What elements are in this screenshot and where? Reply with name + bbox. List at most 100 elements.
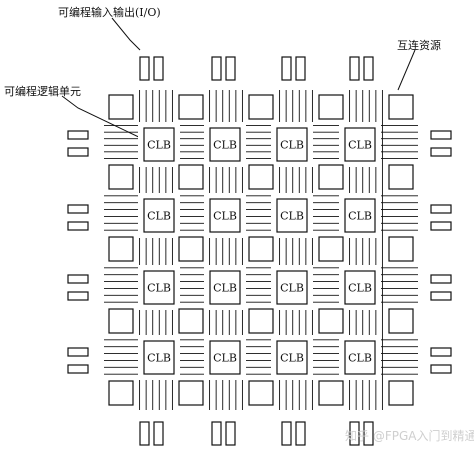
io-pad-right: [430, 204, 452, 214]
switch-box: [388, 164, 414, 190]
clb-label: CLB: [213, 282, 237, 295]
io-pad-bottom: [211, 421, 222, 446]
clb-block: [143, 270, 175, 305]
clb-block: [209, 198, 241, 233]
switch-box: [318, 380, 344, 406]
io-pad-bottom: [295, 421, 306, 446]
io-pad-top: [153, 56, 164, 81]
io-pad-right: [430, 364, 452, 374]
io-pad-bottom: [225, 421, 236, 446]
io-pad-top: [139, 56, 150, 81]
logic-blocks: CLB CLB CLB CLB CLB CLB CLB CLB CLB CLB CLB CLB CLB C…: [108, 94, 414, 406]
io-pad-left: [67, 221, 89, 231]
switch-box: [108, 164, 134, 190]
logic-block-label: 可编程逻辑单元: [4, 85, 81, 98]
switch-box: [178, 308, 204, 334]
leader-lines: [61, 17, 416, 141]
clb-block: [276, 198, 308, 233]
switch-box: [178, 164, 204, 190]
clb-block: [209, 270, 241, 305]
clb-block: [276, 340, 308, 375]
io-pad-top: [225, 56, 236, 81]
io-pad-bottom: [153, 421, 164, 446]
clb-label: CLB: [213, 352, 237, 365]
clb-label: CLB: [348, 282, 372, 295]
io-label: 可编程输入输出(I/O): [58, 6, 161, 19]
switch-box: [318, 236, 344, 262]
switch-box: [178, 380, 204, 406]
io-pad-left: [67, 291, 89, 301]
switch-box: [248, 164, 274, 190]
clb-label: CLB: [147, 282, 171, 295]
io-pad-bottom: [281, 421, 292, 446]
switch-box: [108, 380, 134, 406]
switch-box: [248, 236, 274, 262]
clb-block: [276, 270, 308, 305]
io-leader-line: [111, 17, 141, 51]
io-pad-right: [430, 130, 452, 140]
switch-box: [248, 380, 274, 406]
clb-block: [344, 340, 376, 375]
switch-box: [108, 94, 134, 120]
io-pad-right: [430, 347, 452, 357]
io-pad-top: [363, 56, 374, 81]
switch-box: [388, 94, 414, 120]
clb-block: [209, 340, 241, 375]
io-pad-bottom: [139, 421, 150, 446]
clb-label: CLB: [280, 282, 304, 295]
clb-block: [344, 198, 376, 233]
io-pad-left: [67, 347, 89, 357]
io-pad-right: [430, 147, 452, 157]
switch-box: [248, 308, 274, 334]
switch-box: [248, 94, 274, 120]
clb-label: CLB: [213, 139, 237, 152]
io-pad-bottom: [363, 421, 374, 446]
clb-block: [276, 127, 308, 162]
interconnect-label: 互连资源: [397, 39, 441, 52]
io-pad-left: [67, 130, 89, 140]
io-pad-left: [67, 274, 89, 284]
clb-label: CLB: [280, 139, 304, 152]
clb-block: [143, 127, 175, 162]
clb-label: CLB: [147, 352, 171, 365]
clb-label: CLB: [147, 210, 171, 223]
logic-block-leader-line: [61, 95, 146, 141]
clb-label: CLB: [348, 139, 372, 152]
io-pad-bottom: [349, 421, 360, 446]
switch-box: [388, 308, 414, 334]
io-pad-left: [67, 364, 89, 374]
io-pad-right: [430, 291, 452, 301]
io-pad-top: [295, 56, 306, 81]
clb-block: [143, 198, 175, 233]
clb-label: CLB: [147, 139, 171, 152]
clb-block: [344, 270, 376, 305]
clb-label: CLB: [280, 210, 304, 223]
io-pad-right: [430, 274, 452, 284]
watermark: 知乎 @FPGA入门到精通: [345, 429, 474, 443]
interconnect-leader-line: [397, 49, 416, 91]
clb-block: [344, 127, 376, 162]
io-pad-top: [211, 56, 222, 81]
clb-label: CLB: [348, 210, 372, 223]
switch-box: [318, 164, 344, 190]
io-pad-top: [349, 56, 360, 81]
switch-box: [388, 380, 414, 406]
switch-box: [108, 236, 134, 262]
clb-label: CLB: [213, 210, 237, 223]
clb-block: [209, 127, 241, 162]
io-pad-left: [67, 204, 89, 214]
io-pad-left: [67, 147, 89, 157]
io-pads: [67, 56, 452, 446]
switch-box: [318, 94, 344, 120]
switch-box: [178, 236, 204, 262]
io-pad-right: [430, 221, 452, 231]
switch-box: [178, 94, 204, 120]
io-pad-top: [281, 56, 292, 81]
clb-block: [143, 340, 175, 375]
switch-box: [318, 308, 344, 334]
switch-box: [108, 308, 134, 334]
clb-label: CLB: [348, 352, 372, 365]
clb-label: CLB: [280, 352, 304, 365]
switch-box: [388, 236, 414, 262]
